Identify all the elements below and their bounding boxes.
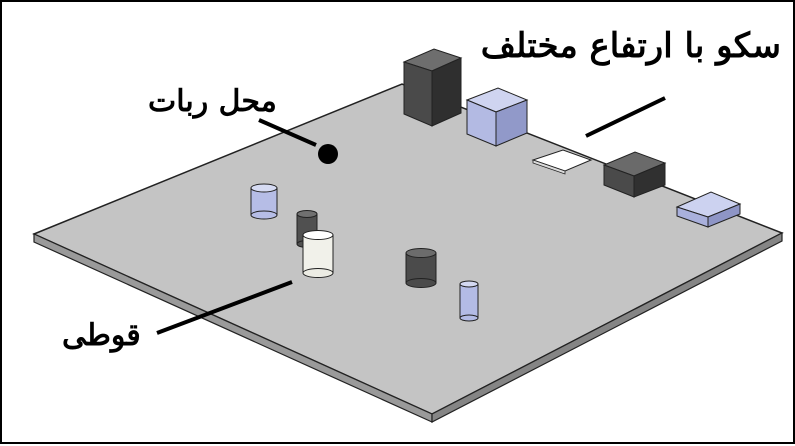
robot-location-marker xyxy=(318,144,338,164)
label-robot-location: محل ربات xyxy=(148,84,277,119)
label-platforms: سکو با ارتفاع مختلف xyxy=(480,26,781,66)
can-dark-center xyxy=(405,248,437,288)
board-top xyxy=(32,83,784,415)
can-blue-right xyxy=(459,280,479,322)
dark-box-medium xyxy=(602,151,667,198)
white-platform xyxy=(531,149,593,175)
leader-line-robot xyxy=(258,118,317,147)
blue-box-small xyxy=(675,191,742,228)
label-obstacle: قوطی xyxy=(62,318,141,353)
can-white xyxy=(302,230,334,278)
blue-box-large xyxy=(465,87,529,147)
can-blue-left xyxy=(250,183,278,220)
dark-box-tall xyxy=(402,48,463,127)
leader-line-platforms xyxy=(585,96,666,138)
leader-line-obstacle xyxy=(156,280,293,335)
board-right-edge xyxy=(431,232,783,423)
board xyxy=(32,83,784,423)
